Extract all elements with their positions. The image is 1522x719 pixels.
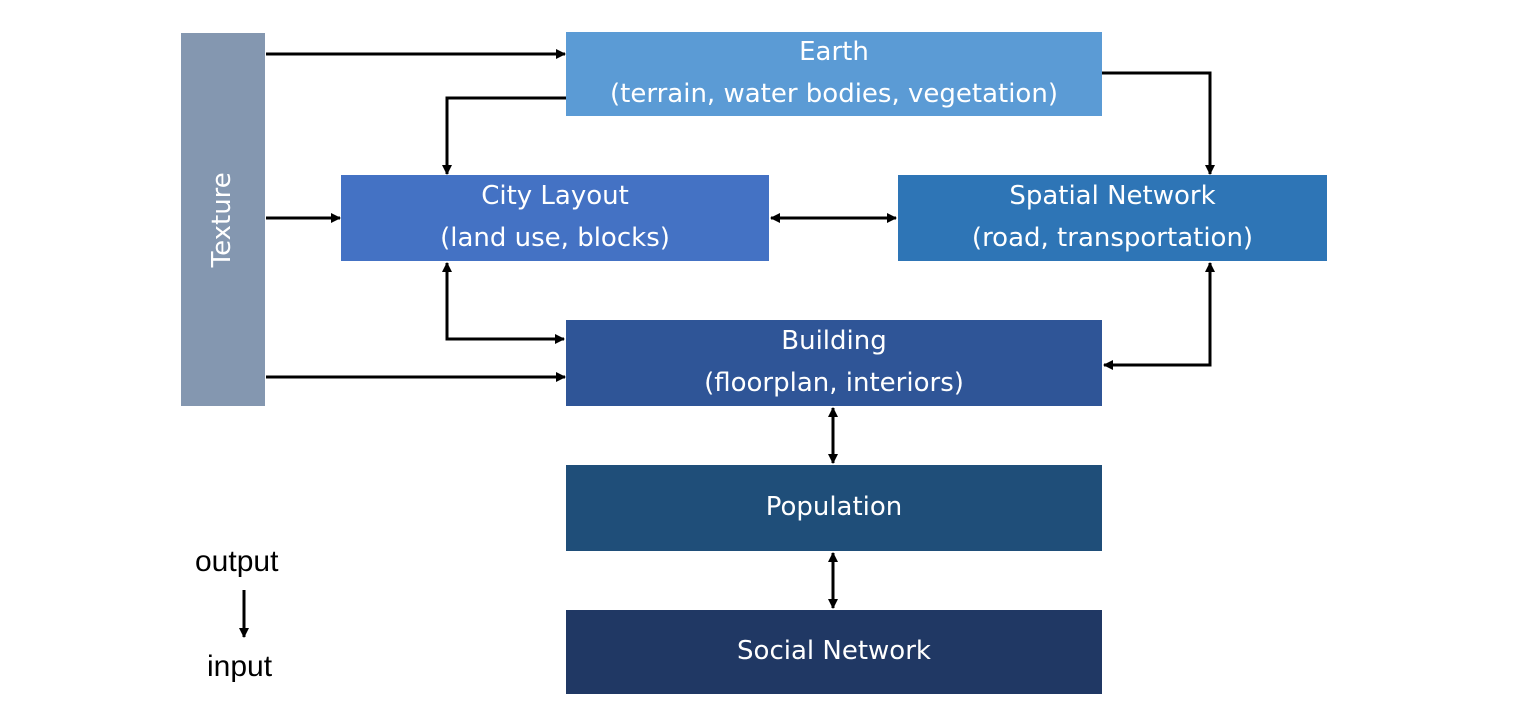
edge-earth-spatial	[1102, 71, 1215, 175]
node-texture: Texture	[181, 33, 265, 406]
edge-spatial-building	[1103, 262, 1215, 370]
legend-input-label: input	[207, 650, 273, 683]
node-building-subtitle: (floorplan, interiors)	[704, 368, 964, 398]
node-earth: Earth (terrain, water bodies, vegetation…	[566, 32, 1102, 116]
legend-output-label: output	[195, 545, 279, 578]
node-texture-title: Texture	[207, 171, 238, 268]
node-earth-title: Earth	[799, 37, 869, 68]
node-social-network-title: Social Network	[737, 636, 931, 667]
edge-city-building	[442, 262, 565, 344]
node-city-layout: City Layout (land use, blocks)	[341, 175, 769, 261]
node-population: Population	[566, 465, 1102, 551]
node-building: Building (floorplan, interiors)	[566, 320, 1102, 406]
node-building-title: Building	[781, 326, 887, 357]
edge-earth-city	[442, 96, 566, 175]
node-spatial-network-title: Spatial Network	[1009, 181, 1216, 212]
node-population-title: Population	[765, 492, 903, 523]
node-earth-subtitle: (terrain, water bodies, vegetation)	[610, 79, 1058, 109]
node-spatial-network: Spatial Network (road, transportation)	[898, 175, 1327, 261]
node-spatial-network-subtitle: (road, transportation)	[971, 223, 1254, 253]
node-city-layout-subtitle: (land use, blocks)	[440, 223, 670, 253]
node-city-layout-title: City Layout	[481, 181, 629, 212]
node-social-network: Social Network	[566, 610, 1102, 694]
